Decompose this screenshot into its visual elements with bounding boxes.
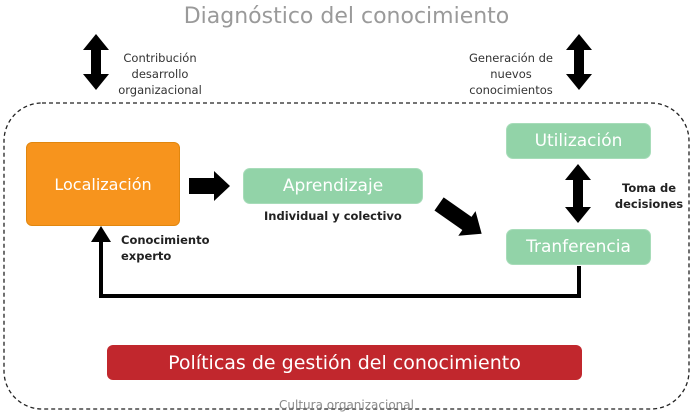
diagram-title: Diagnóstico del conocimiento (183, 4, 510, 29)
note-line: Conocimiento (121, 233, 210, 247)
double-arrow-left (83, 34, 109, 90)
node-aprendizaje: Aprendizaje (243, 168, 423, 204)
note-line: desarrollo (131, 67, 189, 81)
cultura-label: Cultura organizacional (279, 398, 414, 412)
note-line: experto (121, 249, 172, 263)
node-tranferencia: Tranferencia (506, 229, 651, 265)
note-line: nuevos (490, 67, 532, 81)
note-line: conocimientos (469, 83, 553, 97)
feedback-arrowhead (91, 226, 111, 242)
note-individual: Individual y colectivo (264, 209, 402, 223)
arrow-to-tranferencia (434, 197, 482, 236)
arrow-to-aprendizaje (189, 171, 230, 201)
note-line: Contribución (123, 51, 197, 65)
note-contribucion: Contribución desarrollo organizacional (112, 50, 208, 98)
double-arrow-right (566, 34, 592, 90)
culture-boundary (3, 102, 690, 410)
double-arrow-decisions (565, 164, 591, 223)
note-conocimiento-experto: Conocimiento experto (121, 232, 210, 264)
politicas-banner: Políticas de gestión del conocimiento (107, 345, 582, 380)
note-toma-decisiones: Toma de decisiones (610, 180, 688, 212)
note-generacion: Generación de nuevos conocimientos (460, 50, 562, 98)
node-localizacion: Localización (26, 142, 180, 226)
note-line: Generación de (469, 51, 553, 65)
note-line: organizacional (118, 83, 202, 97)
feedback-line (99, 240, 581, 298)
node-utilizacion: Utilización (506, 123, 651, 159)
note-line: decisiones (614, 197, 684, 211)
note-line: Toma de (622, 181, 676, 195)
